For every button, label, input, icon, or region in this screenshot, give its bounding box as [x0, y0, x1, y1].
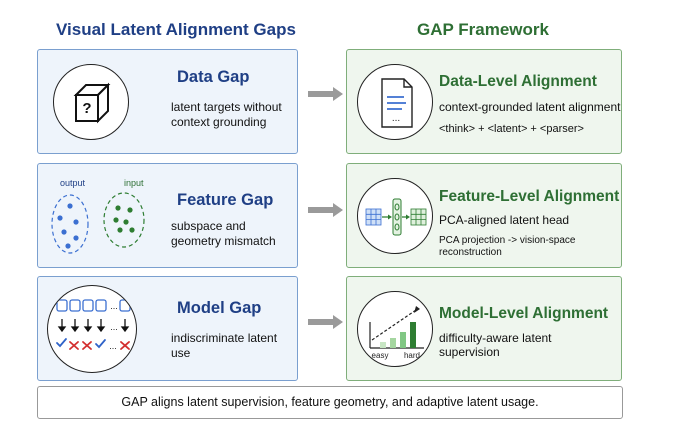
- document-ellipsis: ...: [392, 113, 400, 124]
- feature-gap-title: Feature Gap: [177, 191, 274, 209]
- model-gap-panel: ... ... ... Model Gap indiscri: [37, 276, 298, 381]
- bar-chart-icon: easy hard: [357, 291, 433, 367]
- model-gap-desc-line: use: [171, 346, 191, 360]
- arrow-ellipsis: ...: [110, 322, 118, 332]
- check-ellipsis: ...: [109, 341, 117, 351]
- model-level-alignment-title: Model-Level Alignment: [439, 305, 609, 322]
- right-column-title: GAP Framework: [417, 20, 549, 39]
- data-gap-panel: ? Data Gap latent targets without contex…: [37, 49, 298, 154]
- feature-level-alignment-sub-line: PCA projection -> vision-space: [439, 235, 576, 246]
- output-cluster-label: output: [60, 178, 86, 188]
- cluster-icon: output input: [51, 178, 145, 254]
- arrow-right-icon: [308, 203, 343, 217]
- data-level-alignment-panel: ... Data-Level Alignment context-grounde…: [346, 49, 622, 154]
- data-gap-desc-line: latent targets without: [171, 100, 282, 114]
- feature-gap-desc-line: geometry mismatch: [171, 234, 276, 248]
- arrow-right-icon: [308, 315, 343, 329]
- model-gap-desc: indiscriminate latent use: [171, 331, 277, 361]
- document-icon: ...: [357, 64, 433, 140]
- token-icon: ... ... ...: [47, 285, 137, 373]
- model-level-alignment-desc-line: supervision: [439, 345, 500, 359]
- cube-icon: ?: [53, 64, 129, 140]
- feature-level-alignment-desc: PCA-aligned latent head: [439, 213, 570, 227]
- model-gap-title: Model Gap: [177, 299, 262, 317]
- input-cluster-label: input: [124, 178, 144, 188]
- token-ellipsis: ...: [110, 301, 118, 311]
- data-level-alignment-desc: context-grounded latent alignment: [439, 100, 621, 114]
- arrow-right-icon: [308, 87, 343, 101]
- model-level-alignment-desc-line: difficulty-aware latent: [439, 331, 552, 345]
- left-column-title: Visual Latent Alignment Gaps: [56, 20, 296, 39]
- feature-level-alignment-sub: PCA projection -> vision-space reconstru…: [439, 235, 575, 259]
- summary-box: GAP aligns latent supervision, feature g…: [37, 386, 623, 419]
- feature-level-alignment-sub-line: reconstruction: [439, 247, 502, 258]
- latent-head-icon: [357, 178, 433, 254]
- data-level-alignment-title: Data-Level Alignment: [439, 73, 597, 90]
- model-gap-desc-line: indiscriminate latent: [171, 331, 278, 345]
- data-level-alignment-tokens: <think> + <latent> + <parser>: [439, 123, 584, 135]
- model-level-alignment-panel: easy hard Model-Level Alignment difficul…: [346, 276, 622, 381]
- easy-axis-label: easy: [372, 351, 389, 360]
- hard-axis-label: hard: [404, 351, 420, 360]
- feature-gap-desc: subspace and geometry mismatch: [171, 219, 276, 249]
- feature-gap-panel: output input Feature Gap subspace and ge…: [37, 163, 298, 268]
- model-level-alignment-desc: difficulty-aware latent supervision: [439, 331, 552, 359]
- data-gap-title: Data Gap: [177, 68, 250, 86]
- data-gap-desc: latent targets without context grounding: [171, 100, 282, 130]
- feature-level-alignment-panel: Feature-Level Alignment PCA-aligned late…: [346, 163, 622, 268]
- cube-question-mark: ?: [82, 100, 91, 117]
- feature-level-alignment-title: Feature-Level Alignment: [439, 188, 620, 205]
- data-gap-desc-line: context grounding: [171, 115, 267, 129]
- feature-gap-desc-line: subspace and: [171, 219, 246, 233]
